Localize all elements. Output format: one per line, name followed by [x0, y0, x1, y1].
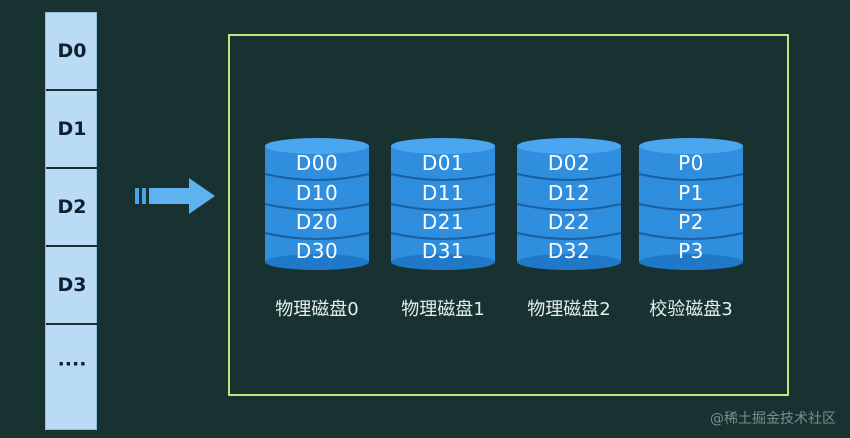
raid-array-frame	[228, 34, 789, 396]
disk-block: D01	[421, 151, 465, 175]
data-block-d3: D3	[46, 247, 98, 325]
disk-cylinder-icon	[390, 138, 496, 270]
disk-block: D00	[295, 151, 339, 175]
disk-block: D21	[421, 210, 465, 234]
disk-label: 物理磁盘2	[527, 299, 611, 320]
disk-block: D30	[295, 239, 339, 263]
disk-cylinder-icon	[638, 138, 744, 270]
data-block-d0: D0	[46, 13, 98, 91]
disk-block: D22	[547, 210, 591, 234]
disk-block: D32	[547, 239, 591, 263]
disk-block: P1	[678, 181, 704, 205]
data-block-strip: D0 D1 D2 D3 ····	[45, 12, 98, 430]
right-arrow-icon	[135, 178, 215, 214]
disk-block: D20	[295, 210, 339, 234]
physical-disk-1: D01 D11 D21 D31	[390, 138, 496, 270]
watermark: @稀土掘金技术社区	[710, 411, 836, 427]
disk-block: D31	[421, 239, 465, 263]
disk-block: P3	[678, 239, 704, 263]
data-block-d2: D2	[46, 169, 98, 247]
parity-disk-3: P0 P1 P2 P3	[638, 138, 744, 270]
disk-block: P2	[678, 210, 704, 234]
disk-cylinder-icon	[264, 138, 370, 270]
disk-block: D11	[421, 181, 465, 205]
disk-label: 校验磁盘3	[649, 299, 733, 320]
disk-cylinder-icon	[516, 138, 622, 270]
physical-disk-0: D00 D10 D20 D30	[264, 138, 370, 270]
disk-block: P0	[678, 151, 704, 175]
disk-block: D10	[295, 181, 339, 205]
disk-block: D02	[547, 151, 591, 175]
data-block-more: ····	[57, 353, 87, 375]
disk-block: D12	[547, 181, 591, 205]
physical-disk-2: D02 D12 D22 D32	[516, 138, 622, 270]
data-block-d1: D1	[46, 91, 98, 169]
disk-label: 物理磁盘0	[275, 299, 359, 320]
disk-label: 物理磁盘1	[401, 299, 485, 320]
